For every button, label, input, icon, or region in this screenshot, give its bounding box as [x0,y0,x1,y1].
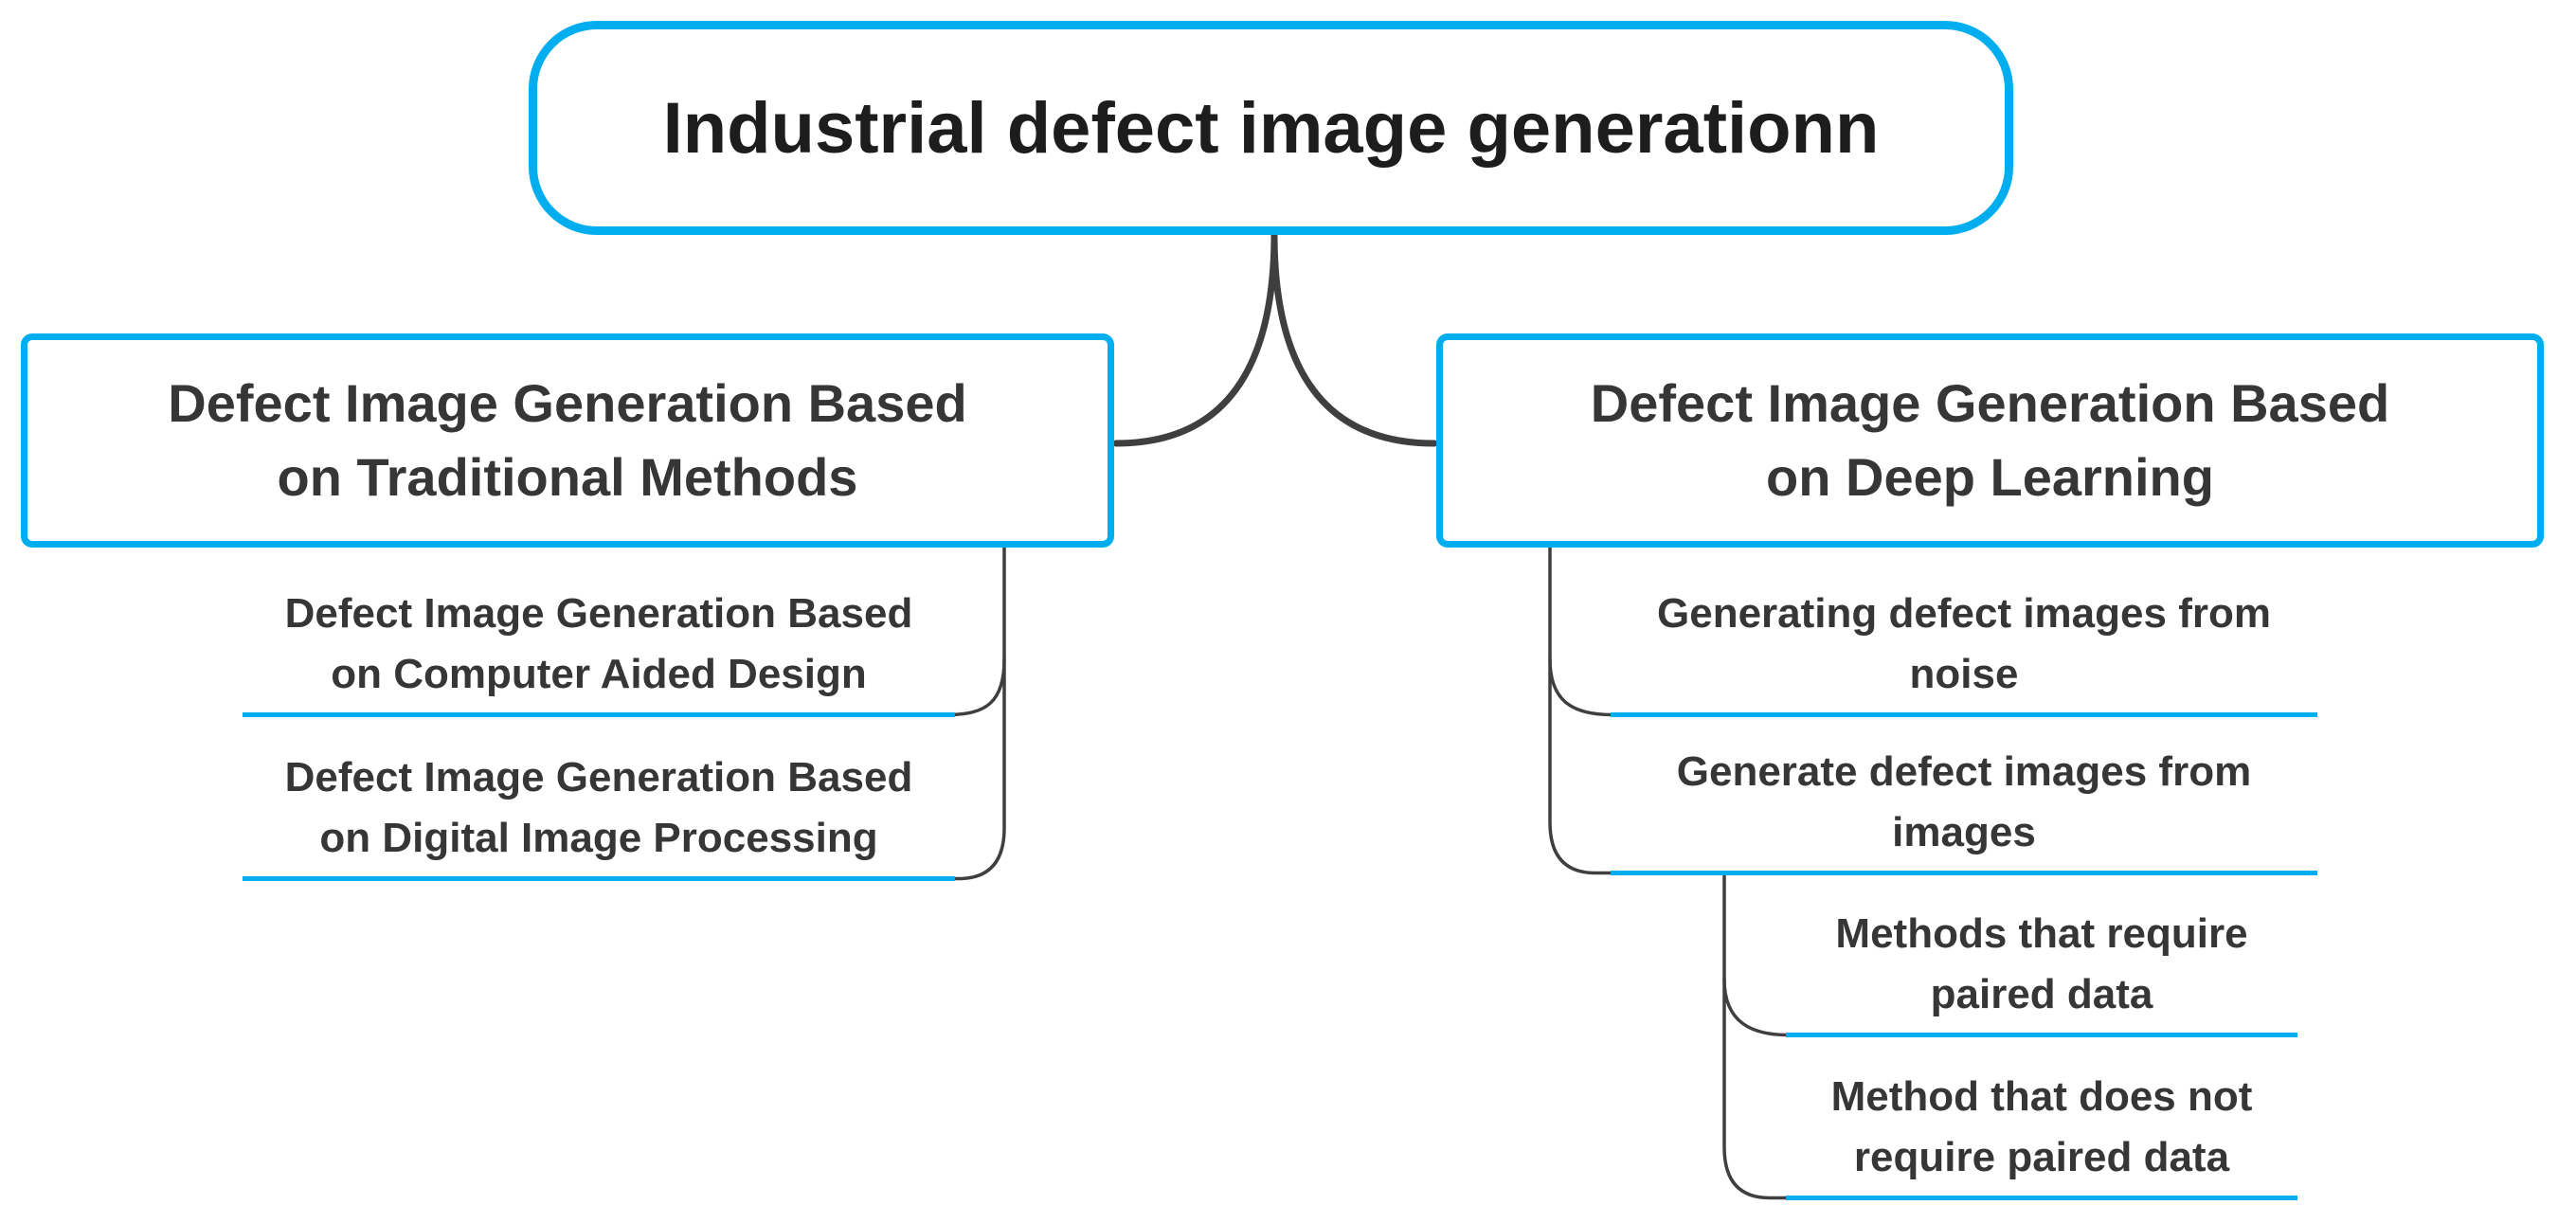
images-grandchildren-drop-line [1722,871,1790,1200]
deep-learning-child1-hook [1548,657,1614,717]
leaf-node-unpaired-data-method: Method that does not require paired data [1786,1049,2297,1200]
leaf-unpaired-line2: require paired data [1853,1134,2230,1180]
traditional-child1-hook [946,657,1006,717]
leaf-cad-line1: Defect Image Generation Based [284,590,913,637]
leaf-dip-line2: on Digital Image Processing [319,815,878,861]
images-grandchild1-hook [1722,978,1790,1037]
leaf-unpaired-line1: Method that does not [1830,1073,2253,1120]
root-to-traditional-connector [1112,230,1278,447]
branch-traditional-line1: Defect Image Generation Based [168,373,967,433]
branch-deep-learning-line2: on Deep Learning [1766,447,2214,507]
leaf-node-digital-image-processing: Defect Image Generation Based on Digital… [243,729,955,881]
root-topic-node: Industrial defect image generationn [529,21,2013,235]
leaf-noise-line1: Generating defect images from [1657,590,2271,637]
leaf-images-line2: images [1892,809,2036,855]
branch-node-deep-learning: Defect Image Generation Based on Deep Le… [1436,333,2544,548]
leaf-node-computer-aided-design: Defect Image Generation Based on Compute… [243,566,955,717]
leaf-dip-line1: Defect Image Generation Based [284,754,913,800]
branch-node-traditional-methods: Defect Image Generation Based on Traditi… [21,333,1114,548]
leaf-images-line1: Generate defect images from [1676,748,2252,795]
root-to-deep-learning-connector [1270,230,1438,447]
leaf-cad-line2: on Computer Aided Design [331,651,867,697]
leaf-paired-line2: paired data [1930,971,2153,1017]
leaf-paired-line1: Methods that require [1835,910,2248,957]
deep-learning-children-drop-line [1548,546,1614,875]
leaf-node-generate-from-noise: Generating defect images from noise [1611,566,2317,717]
leaf-node-paired-data-methods: Methods that require paired data [1786,886,2297,1037]
branch-deep-learning-line1: Defect Image Generation Based [1590,373,2390,433]
branch-traditional-line2: on Traditional Methods [277,447,858,507]
root-topic-label: Industrial defect image generationn [662,87,1880,169]
leaf-node-generate-from-images: Generate defect images from images [1611,724,2317,875]
leaf-noise-line2: noise [1909,651,2019,697]
traditional-children-drop-line [946,546,1006,881]
